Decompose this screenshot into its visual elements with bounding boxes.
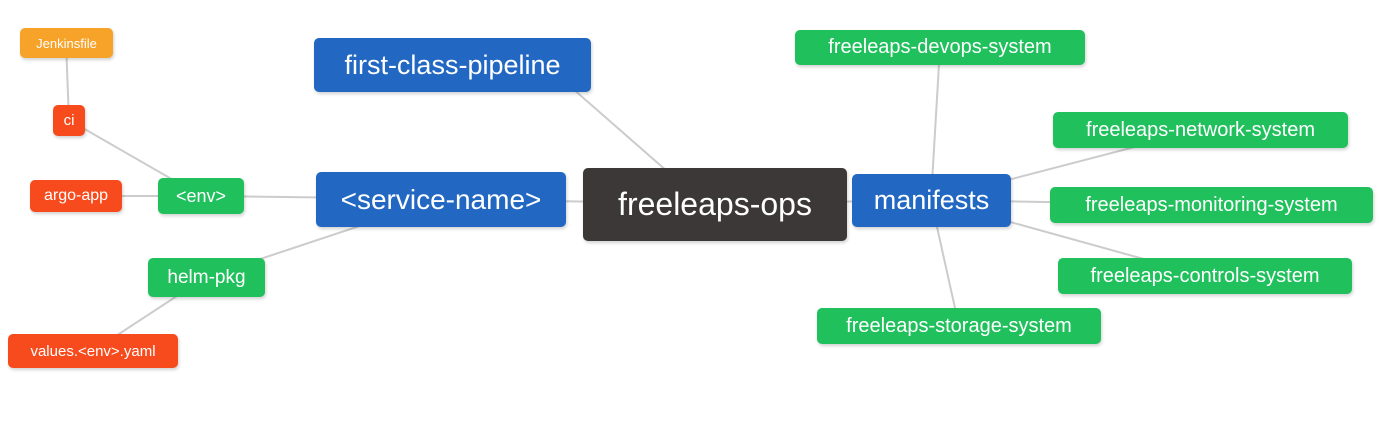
node-freeleaps-storage-system[interactable]: freeleaps-storage-system (817, 308, 1101, 344)
node-argo-app[interactable]: argo-app (30, 180, 122, 212)
node-first-class-pipeline[interactable]: first-class-pipeline (314, 38, 591, 92)
node-service-name[interactable]: <service-name> (316, 172, 566, 227)
node-values-env-yaml[interactable]: values.<env>.yaml (8, 334, 178, 368)
node-freeleaps-network-system[interactable]: freeleaps-network-system (1053, 112, 1348, 148)
node-helm-pkg[interactable]: helm-pkg (148, 258, 265, 297)
node-env[interactable]: <env> (158, 178, 244, 214)
node-freeleaps-devops-system[interactable]: freeleaps-devops-system (795, 30, 1085, 65)
node-ci[interactable]: ci (53, 105, 85, 136)
node-freeleaps-controls-system[interactable]: freeleaps-controls-system (1058, 258, 1352, 294)
node-freeleaps-monitoring-system[interactable]: freeleaps-monitoring-system (1050, 187, 1373, 223)
node-jenkinsfile[interactable]: Jenkinsfile (20, 28, 113, 58)
node-freeleaps-ops[interactable]: freeleaps-ops (583, 168, 847, 241)
node-manifests[interactable]: manifests (852, 174, 1011, 227)
